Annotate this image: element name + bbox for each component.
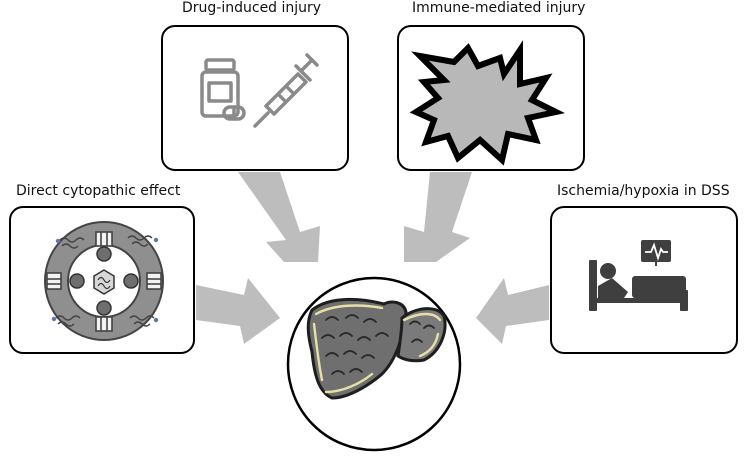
- arrow-from-drug: [238, 172, 320, 262]
- pill-bottle-icon: [200, 58, 240, 118]
- arrow-from-immune: [404, 172, 472, 262]
- explosion-icon: [409, 40, 565, 166]
- drug-induced-box: [161, 25, 349, 171]
- immune-mediated-injury-label: Immune-mediated injury: [412, 0, 586, 16]
- ischemia-hypoxia-label: Ischemia/hypoxia in DSS: [557, 183, 730, 199]
- capsule-icon: [222, 105, 246, 121]
- direct-cytopathic-effect-label: Direct cytopathic effect: [16, 183, 181, 199]
- arrow-from-ischemia: [476, 278, 549, 344]
- syringe-icon: [253, 53, 319, 128]
- drug-induced-injury-label: Drug-induced injury: [182, 0, 322, 16]
- heart-monitor-icon: [641, 240, 671, 266]
- hospital-bed-icon: [589, 260, 688, 311]
- arrow-from-cytopathic: [196, 278, 280, 344]
- liver-icon: [306, 297, 447, 400]
- infected-cell-icon: [44, 221, 164, 341]
